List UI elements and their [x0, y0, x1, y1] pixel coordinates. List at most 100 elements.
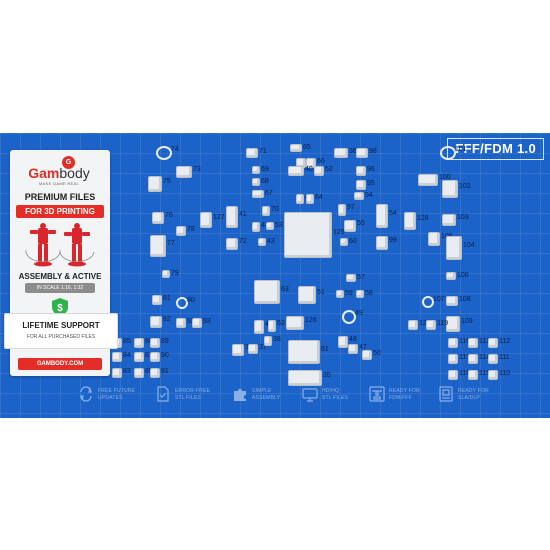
part-shape [468, 354, 478, 364]
part-shape [306, 158, 316, 168]
part-shape [338, 336, 348, 348]
part-shape [288, 370, 322, 386]
part-shape [404, 212, 416, 230]
part-shape [306, 194, 314, 204]
part-shape [340, 238, 348, 246]
part-number: 110 [499, 370, 511, 377]
part-number: 88 [145, 368, 153, 375]
part-shape [408, 320, 418, 330]
feature-label: ERROR-FREE STL FILES [175, 388, 211, 401]
part-number: 62 [277, 320, 285, 327]
part-shape [356, 148, 368, 158]
shield-mark: $ [57, 303, 63, 314]
part-number: 76 [165, 212, 173, 219]
part-shape [148, 176, 162, 192]
part-number: 54 [389, 210, 397, 217]
part-number: 112 [499, 338, 511, 345]
part-shape [442, 180, 458, 198]
part-number: 94 [365, 192, 373, 199]
hd-files-icon [302, 388, 318, 402]
part-shape [356, 290, 364, 298]
part-shape [428, 232, 440, 246]
part-shape [152, 295, 162, 305]
assembly-heading: ASSEMBLY & ACTIVE [18, 272, 102, 281]
part-shape [252, 166, 260, 174]
part-number: 59 [345, 290, 353, 297]
part-number: 82 [163, 316, 171, 323]
printer-icon [369, 386, 385, 402]
scale-badge: IN SCALE 1:16, 1:32 [25, 283, 95, 293]
premium-files-heading: PREMIUM FILES [24, 192, 96, 202]
feature-error-free: ERROR-FREE STL FILES [155, 384, 215, 412]
feature-sla-ready: READY FOR SLA/DLP [438, 384, 502, 412]
part-number: 104 [463, 242, 475, 249]
part-number: 71 [259, 148, 267, 155]
part-number: 51 [317, 289, 325, 296]
part-shape [226, 206, 238, 228]
part-number: 73 [193, 166, 201, 173]
feature-label: FREE FUTURE UPDATES [98, 388, 136, 401]
part-shape [488, 354, 498, 364]
part-number: 98 [369, 148, 377, 155]
part-shape [338, 204, 346, 216]
part-shape [488, 370, 498, 380]
part-number: 68 [261, 178, 269, 185]
part-shape [248, 344, 258, 354]
part-shape [342, 310, 356, 324]
lifetime-support-box: LIFETIME SUPPORT FOR ALL PURCHASED FILES [4, 313, 118, 349]
part-shape [134, 338, 144, 348]
part-number: 92 [187, 318, 195, 325]
part-number: 64 [315, 194, 323, 201]
feature-label: READY FOR FDM/FFF [389, 388, 420, 401]
part-number: 93 [203, 318, 211, 325]
part-number: 90 [161, 352, 169, 359]
printing-banner: FOR 3D PRINTING [16, 205, 104, 218]
part-shape [356, 180, 366, 190]
part-shape [262, 206, 270, 216]
part-shape [296, 194, 304, 204]
part-shape [176, 318, 186, 328]
part-shape [468, 370, 478, 380]
part-number: 87 [145, 352, 153, 359]
part-shape [354, 192, 364, 200]
feature-free-updates: FREE FUTURE UPDATES [78, 384, 138, 412]
part-number: 84 [123, 352, 131, 359]
part-number: 81 [163, 295, 171, 302]
part-number: 126 [305, 317, 317, 324]
part-shape [176, 297, 188, 309]
part-shape [418, 174, 438, 186]
part-number: 120 [419, 320, 431, 327]
part-number: 72 [239, 238, 247, 245]
part-number: 78 [187, 226, 195, 233]
shield-icon: $ [52, 298, 68, 316]
part-shape [268, 320, 276, 332]
part-number: 119 [437, 320, 449, 327]
part-shape [134, 352, 144, 362]
part-shape [356, 166, 366, 176]
part-shape [446, 272, 456, 280]
support-subtitle: FOR ALL PURCHASED FILES [26, 334, 96, 340]
logo-word-a: Gam [28, 165, 60, 181]
part-shape [488, 338, 498, 348]
part-number: 42 [261, 222, 269, 229]
part-number: 69 [261, 166, 269, 173]
error-free-icon [157, 386, 169, 402]
part-number: 50 [373, 350, 381, 357]
part-number: 57 [357, 274, 365, 281]
part-shape [162, 270, 170, 278]
support-title: LIFETIME SUPPORT [22, 321, 100, 330]
part-shape [334, 148, 348, 158]
part-shape [362, 350, 372, 360]
part-shape [284, 212, 332, 258]
logo-tagline: MAKE GAME REAL [39, 181, 79, 186]
part-shape [252, 178, 260, 186]
part-number: 66 [317, 158, 325, 165]
part-shape [200, 212, 212, 228]
part-number: 86 [145, 338, 153, 345]
part-number: 58 [365, 290, 373, 297]
part-number: 91 [161, 368, 169, 375]
part-number: 115 [479, 370, 491, 377]
part-shape [232, 344, 244, 356]
site-link[interactable]: GAMBODY.COM [18, 358, 102, 370]
part-number: 99 [389, 237, 397, 244]
